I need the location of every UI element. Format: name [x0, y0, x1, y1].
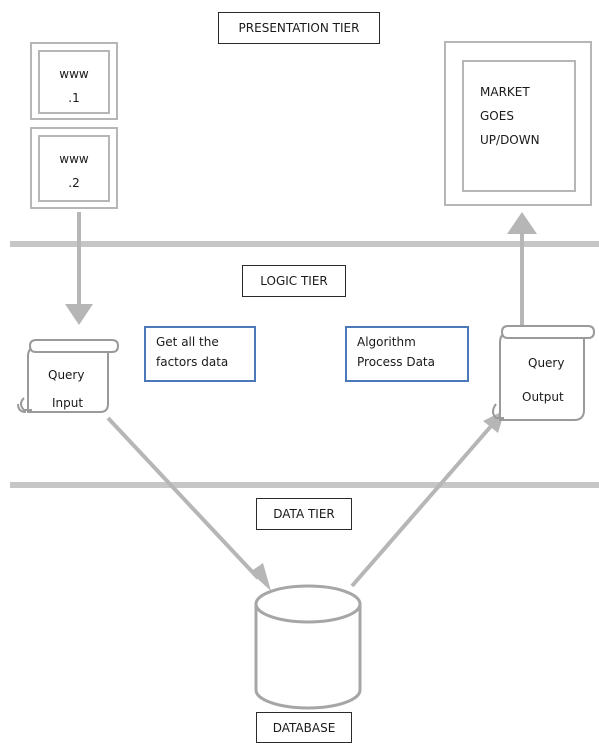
- query-output-text: Query Output: [522, 356, 564, 404]
- www2-line2: .2: [68, 176, 80, 190]
- query-output-line2: Output: [522, 390, 564, 404]
- presentation-tier-label: PRESENTATION TIER: [218, 12, 380, 44]
- data-tier-label: DATA TIER: [256, 498, 352, 530]
- arrowhead-up: [507, 212, 537, 234]
- database-cylinder-icon: [254, 584, 362, 710]
- www1-box: www .1: [38, 50, 110, 114]
- www2-line1: www: [59, 152, 89, 166]
- query-output-line1: Query: [528, 356, 565, 370]
- www2-box: www .2: [38, 135, 110, 202]
- arrow-query-input-to-database: [106, 416, 260, 580]
- market-outer-frame: [444, 41, 592, 206]
- query-input-text: Query Input: [44, 368, 84, 410]
- query-input-line2: Input: [52, 396, 84, 410]
- algorithm-box: Algorithm Process Data: [345, 326, 469, 382]
- algorithm-line1: Algorithm: [357, 335, 416, 349]
- logic-tier-label: LOGIC TIER: [242, 265, 346, 297]
- database-label: DATABASE: [256, 712, 352, 743]
- query-input-scroll: [17, 339, 120, 413]
- factors-line2: factors data: [156, 355, 229, 369]
- arrow-database-to-query-output: [350, 423, 494, 588]
- www1-line1: www: [59, 67, 89, 81]
- market-line3: UP/DOWN: [480, 133, 540, 147]
- market-box: [462, 60, 576, 192]
- market-line1: MARKET: [480, 85, 530, 99]
- www1-outer-frame: [30, 42, 118, 120]
- factors-line1: Get all the: [156, 335, 219, 349]
- algorithm-line2: Process Data: [357, 355, 435, 369]
- www2-outer-frame: [30, 127, 118, 209]
- arrowhead-into-database: [250, 563, 271, 591]
- factors-data-box: Get all the factors data: [144, 326, 256, 382]
- www1-line2: .1: [68, 91, 80, 105]
- query-input-line1: Query: [48, 368, 85, 382]
- query-output-scroll: [492, 325, 596, 421]
- market-line2: GOES: [480, 109, 514, 123]
- market-text: MARKET GOES UP/DOWN: [480, 80, 540, 152]
- arrowhead-down: [65, 304, 93, 325]
